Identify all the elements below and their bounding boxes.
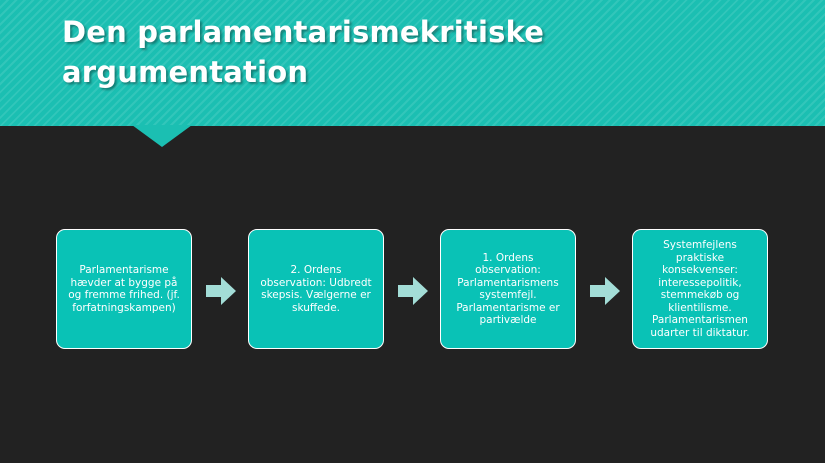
- flow-step-1-text: Parlamentarisme hævder at bygge på og fr…: [68, 264, 180, 314]
- right-arrow-icon: [206, 277, 236, 305]
- flow-step-1: Parlamentarisme hævder at bygge på og fr…: [56, 229, 192, 349]
- flow-step-3-text: 1. Ordens observation: Parlamentarismens…: [456, 251, 560, 327]
- flow-step-4: Systemfejlens praktiske konsekvenser: in…: [632, 229, 768, 349]
- flow-step-2-text: 2. Ordens observation: Udbredt skepsis. …: [260, 264, 372, 314]
- title-banner: [0, 0, 825, 126]
- slide-title: Den parlamentarismekritiske argumentatio…: [62, 12, 762, 92]
- flow-step-2: 2. Ordens observation: Udbredt skepsis. …: [248, 229, 384, 349]
- flow-step-4-text: Systemfejlens praktiske konsekvenser: in…: [650, 239, 750, 339]
- slide-title-line-2: argumentation: [62, 55, 309, 89]
- banner-notch: [132, 125, 192, 147]
- slide-title-line-1: Den parlamentarismekritiske: [62, 15, 545, 49]
- right-arrow-icon: [590, 277, 620, 305]
- right-arrow-icon: [398, 277, 428, 305]
- flow-step-3: 1. Ordens observation: Parlamentarismens…: [440, 229, 576, 349]
